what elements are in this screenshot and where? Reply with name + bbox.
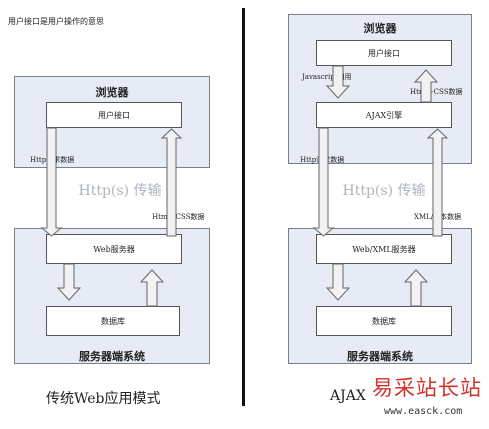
left-html-css-label: Html+CSS数据	[152, 213, 205, 221]
center-divider	[242, 8, 245, 406]
right-caption: AJAX	[330, 388, 366, 404]
right-db-server-arrow	[403, 269, 429, 307]
left-browser-title: 浏览器	[95, 86, 129, 99]
left-database-box: 数据库	[46, 306, 180, 336]
right-server-db-arrow	[325, 263, 351, 301]
right-web-server-box: Web/XML服务器	[316, 234, 452, 264]
right-browser-title: 浏览器	[363, 22, 397, 35]
right-ajax-engine-box: AJAX引擎	[316, 102, 452, 128]
top-note: 用户接口是用户操作的意思	[8, 17, 104, 26]
right-html-css-label: Html+CSS数据	[410, 88, 463, 96]
right-response-arrow	[426, 128, 449, 237]
left-response-arrow	[160, 128, 183, 237]
right-database-box: 数据库	[316, 306, 452, 336]
right-js-call-arrow	[325, 65, 351, 99]
right-request-arrow	[312, 127, 335, 237]
left-db-server-arrow	[139, 269, 165, 307]
left-request-arrow	[40, 127, 63, 237]
left-server-db-arrow	[56, 263, 82, 301]
left-server-title: 服务器端系统	[79, 350, 145, 363]
left-ui-box: 用户接口	[46, 102, 182, 128]
left-web-server-box: Web服务器	[46, 234, 182, 264]
watermark-logo: 易采站长站	[372, 376, 482, 400]
right-html-css-arrow	[413, 69, 439, 103]
right-ui-box: 用户接口	[316, 40, 452, 66]
right-transport-label: Http(s) 传输	[342, 183, 426, 199]
left-caption: 传统Web应用模式	[46, 391, 161, 407]
watermark-url: www.easck.com	[384, 406, 463, 417]
right-js-call-label: Javascript调用	[302, 73, 352, 81]
right-server-title: 服务器端系统	[347, 350, 413, 363]
left-transport-label: Http(s) 传输	[78, 183, 162, 199]
